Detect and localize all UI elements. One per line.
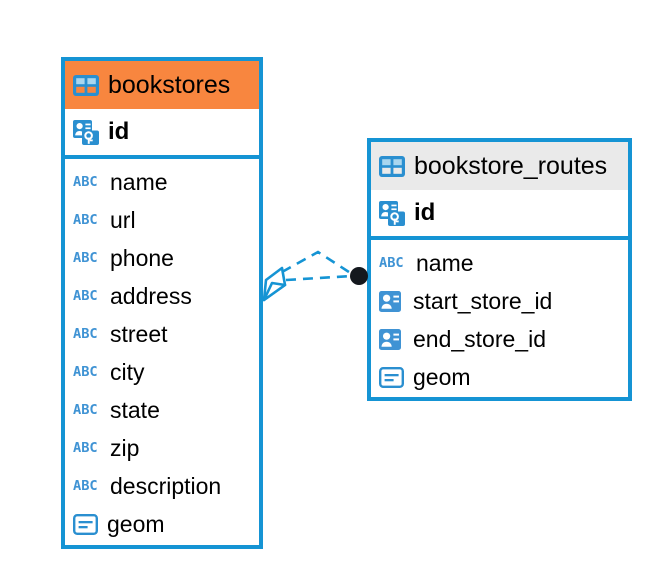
field-row-address[interactable]: ABC address — [65, 277, 259, 315]
field-label: address — [110, 282, 192, 309]
field-label: url — [110, 206, 136, 233]
relationship-line-upper — [281, 250, 353, 276]
field-row-zip[interactable]: ABC zip — [65, 429, 259, 467]
field-row-street[interactable]: ABC street — [65, 315, 259, 353]
entity-title: bookstore_routes — [414, 151, 608, 180]
field-list-bookstore-routes: ABC name start_store_id — [371, 240, 628, 396]
field-label: id — [414, 199, 436, 226]
text-field-icon: ABC — [73, 250, 98, 266]
primary-key-icon — [379, 200, 405, 226]
text-field-icon: ABC — [379, 255, 404, 271]
field-label: street — [110, 320, 168, 347]
field-label: end_store_id — [413, 325, 546, 352]
field-row-name[interactable]: ABC name — [65, 163, 259, 201]
text-field-icon: ABC — [73, 364, 98, 380]
entity-header-bookstores[interactable]: bookstores — [65, 61, 259, 109]
primary-key-icon — [73, 119, 99, 145]
filled-circle-marker — [350, 267, 368, 285]
field-label: description — [110, 472, 222, 499]
text-field-icon: ABC — [73, 478, 98, 494]
diamond-marker — [262, 266, 287, 302]
entity-header-bookstore-routes[interactable]: bookstore_routes — [371, 142, 628, 190]
foreign-key-icon — [379, 328, 404, 350]
field-label: city — [110, 358, 145, 385]
text-field-icon: ABC — [73, 288, 98, 304]
field-label: name — [416, 249, 474, 276]
primary-key-section: id — [371, 190, 628, 240]
text-field-icon: ABC — [73, 402, 98, 418]
field-row-description[interactable]: ABC description — [65, 467, 259, 505]
primary-key-section: id — [65, 109, 259, 159]
text-field-icon: ABC — [73, 326, 98, 342]
field-list-bookstores: ABC name ABC url ABC phone ABC address A… — [65, 159, 259, 543]
geometry-field-icon — [379, 366, 404, 388]
foreign-key-icon — [379, 290, 404, 312]
field-row-name[interactable]: ABC name — [371, 244, 628, 282]
entity-bookstore-routes[interactable]: bookstore_routes — [367, 138, 632, 401]
field-row-id[interactable]: id — [65, 109, 259, 155]
entity-bookstores[interactable]: bookstores id — [61, 57, 263, 549]
entity-title: bookstores — [108, 70, 231, 99]
field-row-phone[interactable]: ABC phone — [65, 239, 259, 277]
field-row-geom[interactable]: geom — [65, 505, 259, 543]
field-label: id — [108, 118, 130, 145]
field-row-city[interactable]: ABC city — [65, 353, 259, 391]
field-row-geom[interactable]: geom — [371, 358, 628, 396]
geometry-field-icon — [73, 513, 98, 535]
field-label: name — [110, 168, 168, 195]
table-icon — [379, 155, 405, 177]
relationship-line-middle — [285, 274, 353, 282]
text-field-icon: ABC — [73, 174, 98, 190]
field-row-start-store-id[interactable]: start_store_id — [371, 282, 628, 320]
field-label: zip — [110, 434, 140, 461]
field-label: state — [110, 396, 160, 423]
field-label: geom — [107, 510, 165, 537]
field-label: phone — [110, 244, 174, 271]
text-field-icon: ABC — [73, 212, 98, 228]
field-row-url[interactable]: ABC url — [65, 201, 259, 239]
text-field-icon: ABC — [73, 440, 98, 456]
field-label: start_store_id — [413, 287, 553, 314]
table-icon — [73, 74, 99, 96]
field-label: geom — [413, 363, 471, 390]
field-row-state[interactable]: ABC state — [65, 391, 259, 429]
field-row-end-store-id[interactable]: end_store_id — [371, 320, 628, 358]
field-row-id[interactable]: id — [371, 190, 628, 236]
